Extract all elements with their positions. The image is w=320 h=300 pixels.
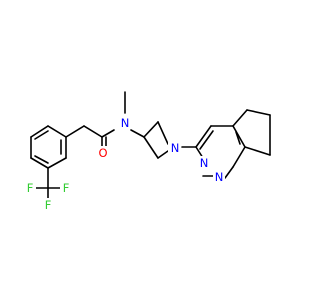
azetidine-ring [143,121,169,159]
oxygen-atom: O [98,146,107,160]
azetidine-nitrogen-atom: N [171,141,180,155]
fluorine-atom-bottom: F [45,198,52,212]
cyclopentapyridazine-ring [181,109,271,179]
benzene-ring [30,125,67,169]
pyridazine-nitrogen-2-atom: N [200,156,209,170]
molecule-canvas: O N N N N F F F [24,91,271,212]
pyridazine-nitrogen-1-atom: N [215,170,224,184]
fluorine-atom-right: F [63,181,70,195]
acetamide-chain [65,91,145,149]
trifluoromethyl-group [34,167,62,200]
structure-diagram: O N N N N F F F [24,91,271,212]
atom-labels: O N N N N F F F [24,116,225,212]
fluorine-atom-left: F [27,181,34,195]
amide-nitrogen-atom: N [121,116,130,130]
